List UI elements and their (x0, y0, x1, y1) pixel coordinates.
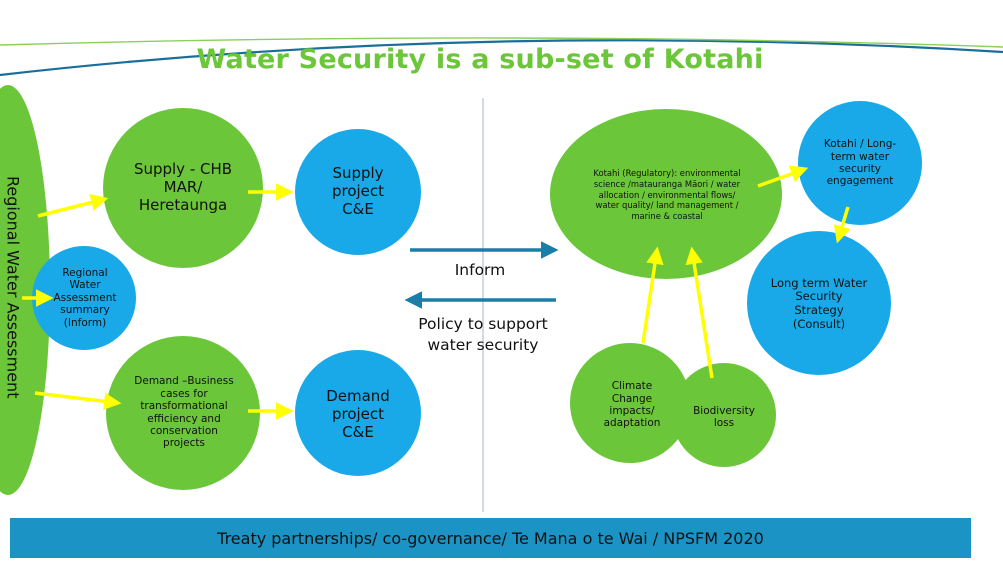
long-term-strategy-label: Long term Water Security Strategy (Consu… (770, 275, 868, 331)
demand-business-circle (106, 336, 260, 490)
kotahi-regulatory-label: Kotahi (Regulatory): environmental scien… (593, 168, 741, 222)
climate-change-circle (570, 343, 690, 463)
arrow-rwa-to-supply (37, 193, 109, 218)
supply-chb-circle (103, 108, 263, 268)
header-curve-blue (0, 39, 1003, 77)
treaty-banner: Treaty partnerships/ co-governance/ Te M… (10, 518, 971, 558)
arrow-engagement-to-strategy (833, 206, 851, 244)
rwa-summary-circle (32, 246, 136, 350)
biodiversity-label: Biodiversity loss (693, 404, 755, 429)
supply-chb-label: Supply - CHB MAR/ Heretaunga (133, 160, 233, 214)
long-term-strategy-circle (747, 231, 891, 375)
biodiversity-circle (672, 363, 776, 467)
demand-project-label: Demand project C&E (326, 387, 390, 441)
inform-label: Inform (454, 261, 506, 279)
demand-project-circle (295, 350, 421, 476)
climate-change-label: Climate Change impacts/ adaptation (603, 380, 661, 430)
arrow-kotahi-to-engagement (757, 165, 809, 188)
demand-business-label: Demand –Business cases for transformatio… (134, 375, 234, 450)
regional-water-assessment-label: Regional Water Assessment (3, 176, 23, 399)
page-title: Water Security is a sub-set of Kotahi (196, 44, 764, 75)
kotahi-regulatory-ellipse (550, 109, 782, 279)
arrow-climate-to-kotahi (641, 246, 664, 344)
policy-label: Policy to support water security (418, 315, 548, 354)
kotahi-engagement-label: Kotahi / Long-term water security engage… (823, 138, 897, 188)
supply-project-circle (295, 129, 421, 255)
rwa-summary-label: Regional Water Assessment summary (Infor… (53, 267, 117, 329)
header-curve-green (0, 37, 1003, 48)
arrow-rwa-to-demand (34, 391, 122, 411)
arrow-biodiversity-to-kotahi (685, 246, 714, 379)
supply-project-label: Supply project C&E (331, 164, 385, 218)
kotahi-engagement-circle (798, 101, 922, 225)
